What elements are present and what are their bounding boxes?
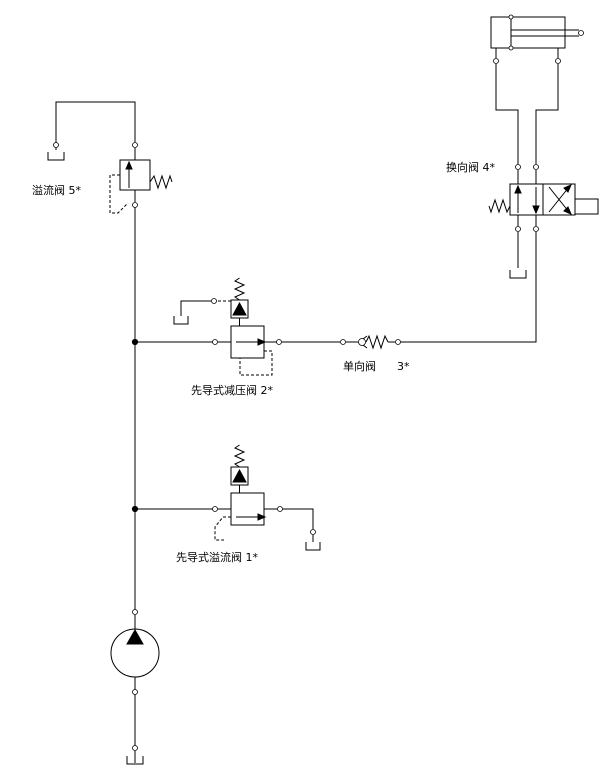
label-check-valve-3-number: 3* [397, 360, 410, 373]
check-valve-3 [282, 237, 537, 350]
relief-valve-5 [55, 101, 173, 214]
directional-valve-4-tank [509, 270, 527, 279]
label-pilot-relief-valve-1: 先导式溢流阀 1* [176, 550, 258, 564]
relief-valve-5-tank [47, 142, 65, 161]
pressure-reducing-valve-2 [135, 277, 282, 376]
directional-valve-4 [488, 164, 599, 268]
label-relief-valve-5: 溢流阀 5* [32, 183, 81, 197]
label-directional-valve-4: 换向阀 4* [446, 160, 495, 174]
label-check-valve-3: 单向阀 [343, 359, 376, 373]
hydraulic-pump [110, 609, 160, 695]
pilot-relief-valve-1 [135, 444, 321, 551]
label-pressure-reducing-valve-2: 先导式减压阀 2* [191, 383, 273, 397]
pump-tank-symbol [126, 745, 144, 765]
hydraulic-cylinder [490, 14, 584, 164]
main-pressure-line [131, 205, 139, 748]
